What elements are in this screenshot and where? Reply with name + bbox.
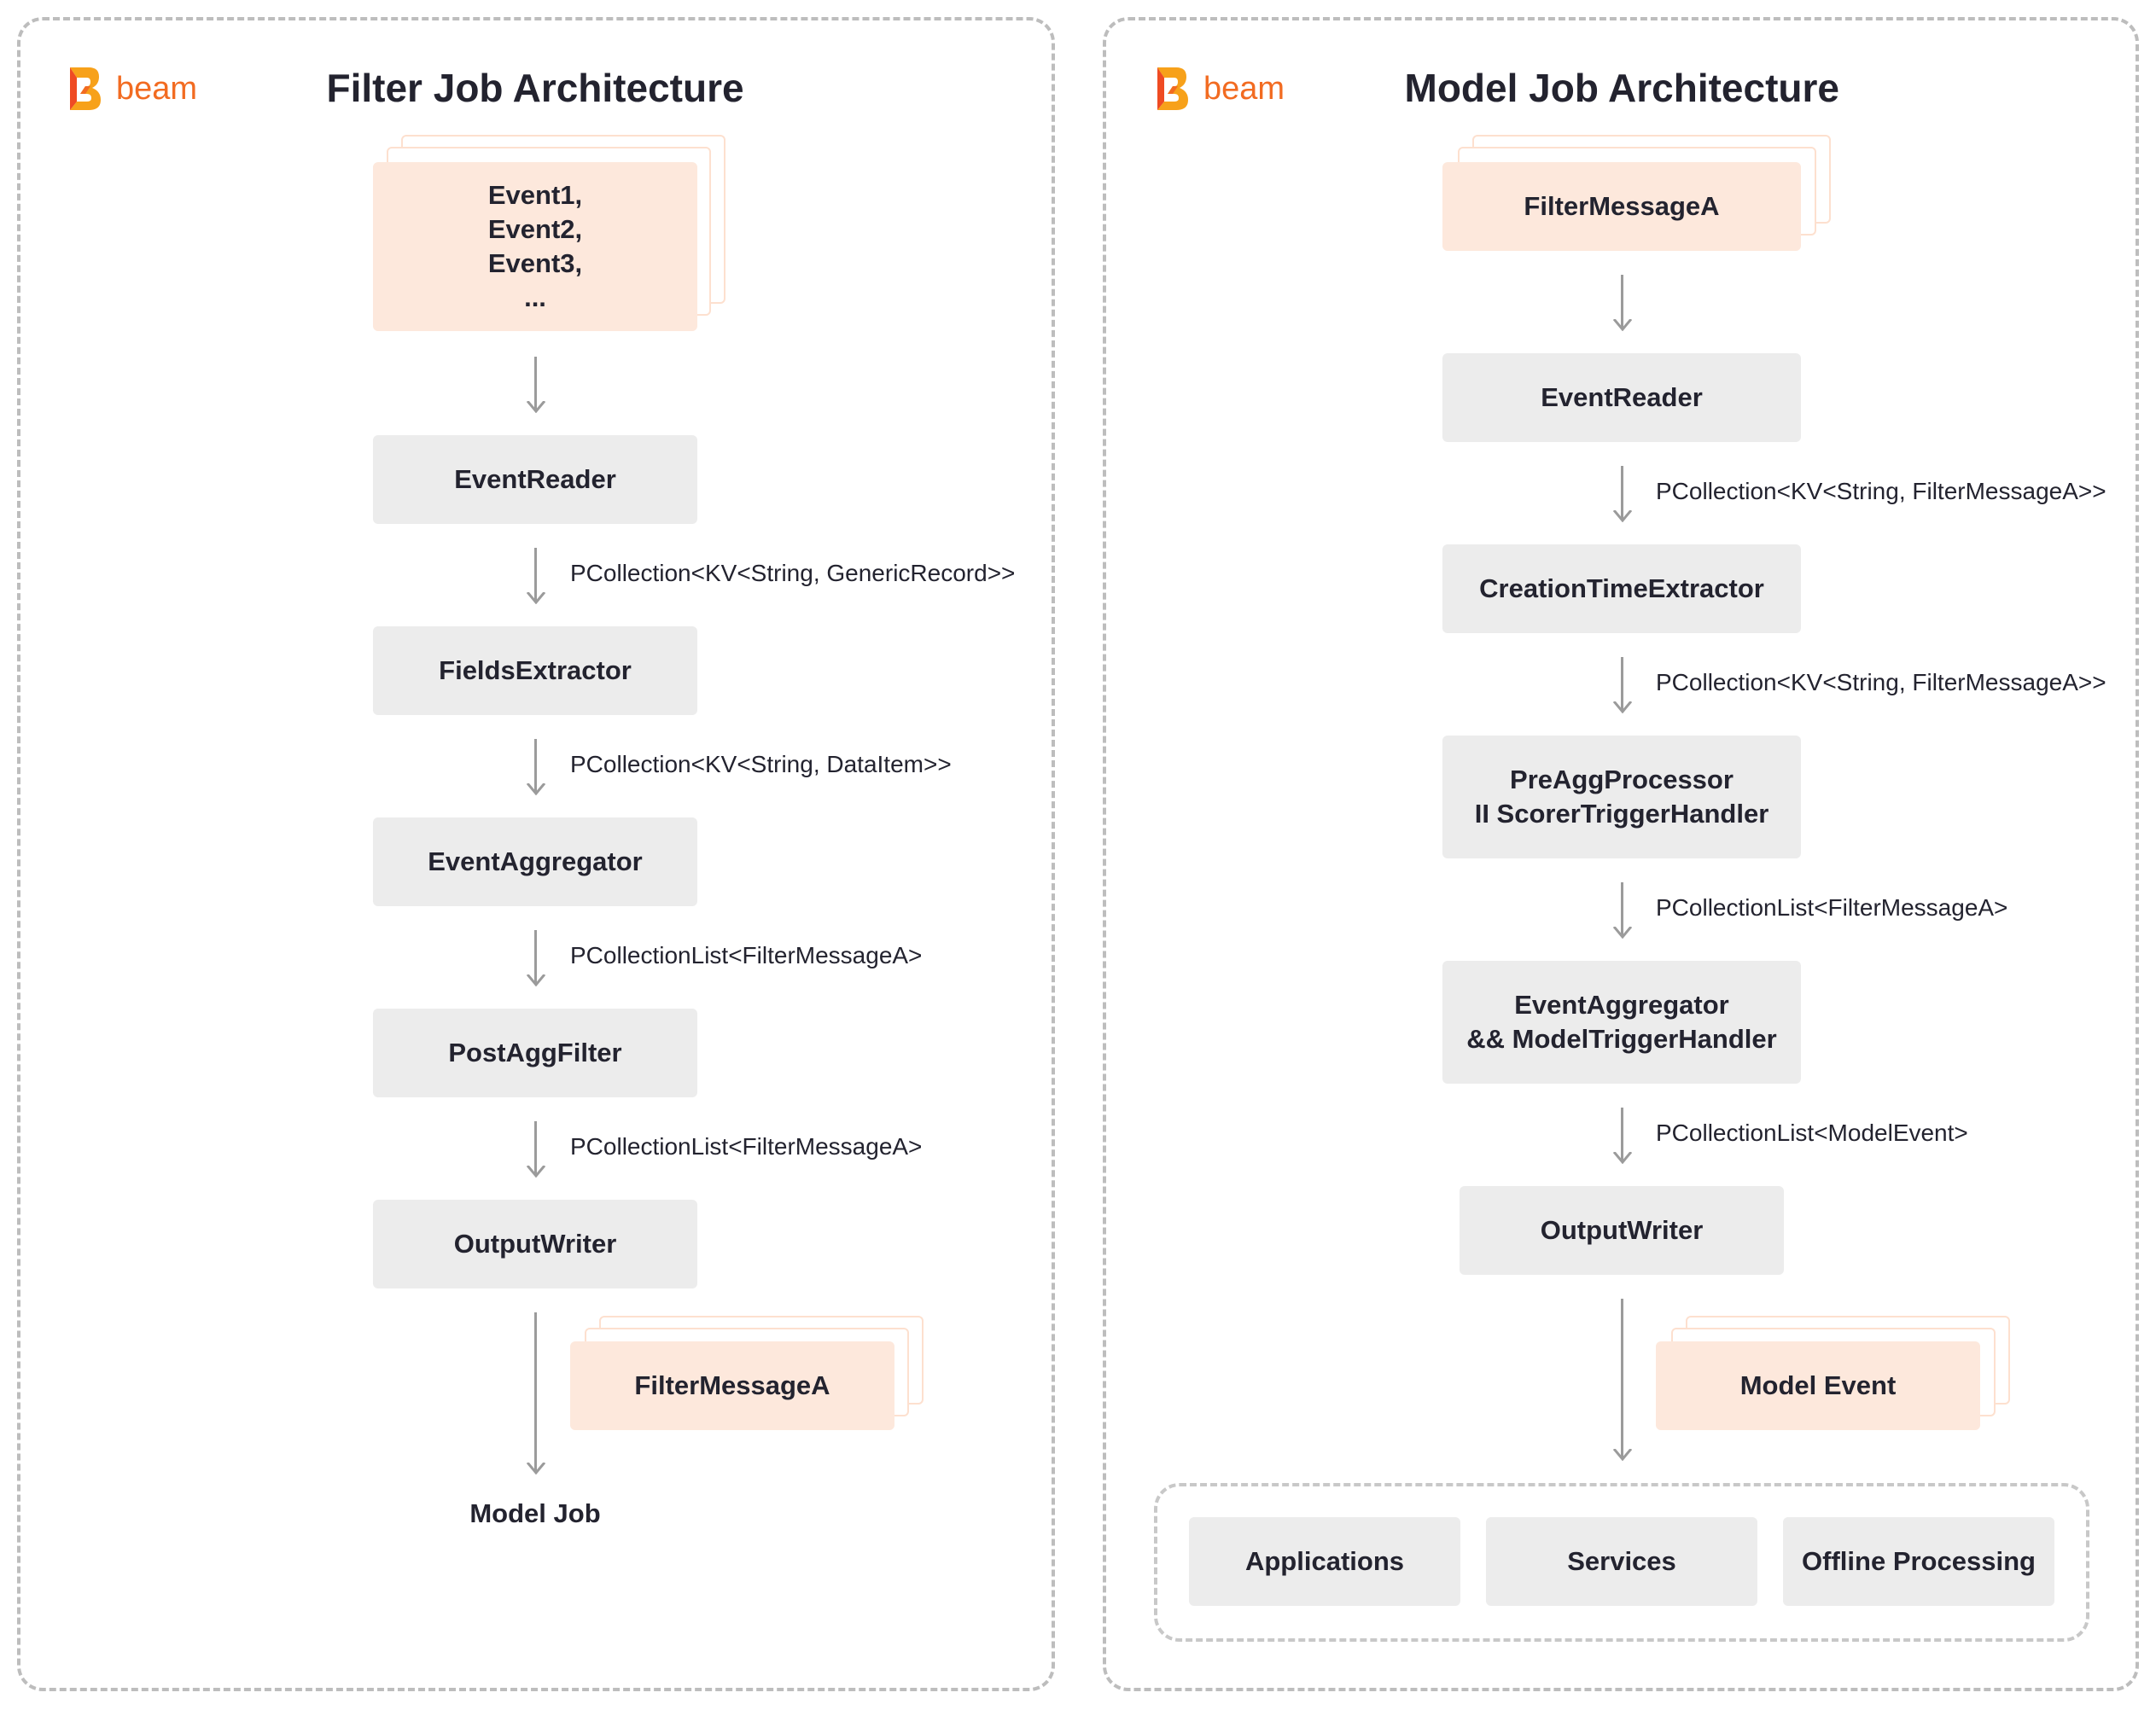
filter-arrow-output <box>526 1312 546 1474</box>
filter-job-input-events: Event1, Event2, Event3, ... <box>373 162 697 331</box>
arrowhead-icon <box>1612 927 1633 939</box>
filter-edge-label-1: PCollection<KV<String, GenericRecord>> <box>570 560 1016 586</box>
arrowhead-icon <box>526 592 546 604</box>
filter-edge-label-3: PCollectionList<FilterMessageA> <box>570 942 923 968</box>
arrowhead-icon <box>526 783 546 795</box>
model-step-event-reader: EventReader <box>1442 353 1801 442</box>
arrowhead-icon <box>526 401 546 413</box>
arrowhead-icon <box>1612 319 1633 331</box>
arrowhead-icon <box>1612 1152 1633 1164</box>
model-job-panel <box>1103 17 2139 1691</box>
model-job-output-event: Model Event <box>1656 1341 1980 1430</box>
filter-arrow-4 <box>526 1121 546 1178</box>
model-job-input-message: FilterMessageA <box>1442 162 1801 251</box>
filter-job-logo: beam <box>68 63 197 114</box>
filter-arrow-0 <box>526 357 546 413</box>
arrowhead-icon <box>1612 510 1633 522</box>
filter-edge-label-2: PCollection<KV<String, DataItem>> <box>570 751 952 777</box>
filter-job-output-message: FilterMessageA <box>570 1341 894 1430</box>
model-job-title: Model Job Architecture <box>1404 66 1839 110</box>
filter-arrow-3 <box>526 930 546 986</box>
model-arrow-1 <box>1612 466 1633 522</box>
filter-edge-label-4: PCollectionList<FilterMessageA> <box>570 1133 923 1160</box>
model-step-pre-agg-processor: PreAggProcessor II ScorerTriggerHandler <box>1442 736 1801 858</box>
arrowhead-icon <box>1612 701 1633 713</box>
model-edge-label-3: PCollectionList<FilterMessageA> <box>1656 894 2008 921</box>
model-job-logo-text: beam <box>1203 70 1285 107</box>
filter-step-event-reader: EventReader <box>373 435 697 524</box>
consumers-group <box>1154 1483 2089 1642</box>
filter-step-post-agg-filter: PostAggFilter <box>373 1009 697 1097</box>
filter-step-output-writer: OutputWriter <box>373 1200 697 1288</box>
consumer-services: Services <box>1486 1517 1757 1606</box>
consumer-applications: Applications <box>1189 1517 1460 1606</box>
model-arrow-3 <box>1612 882 1633 939</box>
model-edge-label-1: PCollection<KV<String, FilterMessageA>> <box>1656 478 2106 504</box>
arrowhead-icon <box>526 1166 546 1178</box>
consumer-offline-processing: Offline Processing <box>1783 1517 2054 1606</box>
model-arrow-2 <box>1612 657 1633 713</box>
filter-arrow-2 <box>526 739 546 795</box>
model-step-creation-time-extractor: CreationTimeExtractor <box>1442 544 1801 633</box>
model-arrow-output <box>1612 1299 1633 1461</box>
filter-job-title: Filter Job Architecture <box>326 66 744 110</box>
model-edge-label-4: PCollectionList<ModelEvent> <box>1656 1120 1968 1146</box>
filter-step-fields-extractor: FieldsExtractor <box>373 626 697 715</box>
model-step-output-writer: OutputWriter <box>1460 1186 1784 1275</box>
beam-logo-icon <box>70 67 101 110</box>
model-step-event-aggregator: EventAggregator && ModelTriggerHandler <box>1442 961 1801 1084</box>
filter-job-destination: Model Job <box>469 1498 601 1528</box>
model-arrow-0 <box>1612 275 1633 331</box>
arrowhead-icon <box>526 974 546 986</box>
filter-job-logo-text: beam <box>116 70 198 107</box>
filter-step-event-aggregator: EventAggregator <box>373 817 697 906</box>
model-arrow-4 <box>1612 1108 1633 1164</box>
model-job-logo: beam <box>1156 63 1285 114</box>
filter-arrow-1 <box>526 548 546 604</box>
filter-job-panel <box>17 17 1055 1691</box>
arrowhead-icon <box>1612 1449 1633 1461</box>
beam-logo-icon <box>1157 67 1188 110</box>
arrowhead-icon <box>526 1463 546 1474</box>
model-edge-label-2: PCollection<KV<String, FilterMessageA>> <box>1656 669 2106 695</box>
